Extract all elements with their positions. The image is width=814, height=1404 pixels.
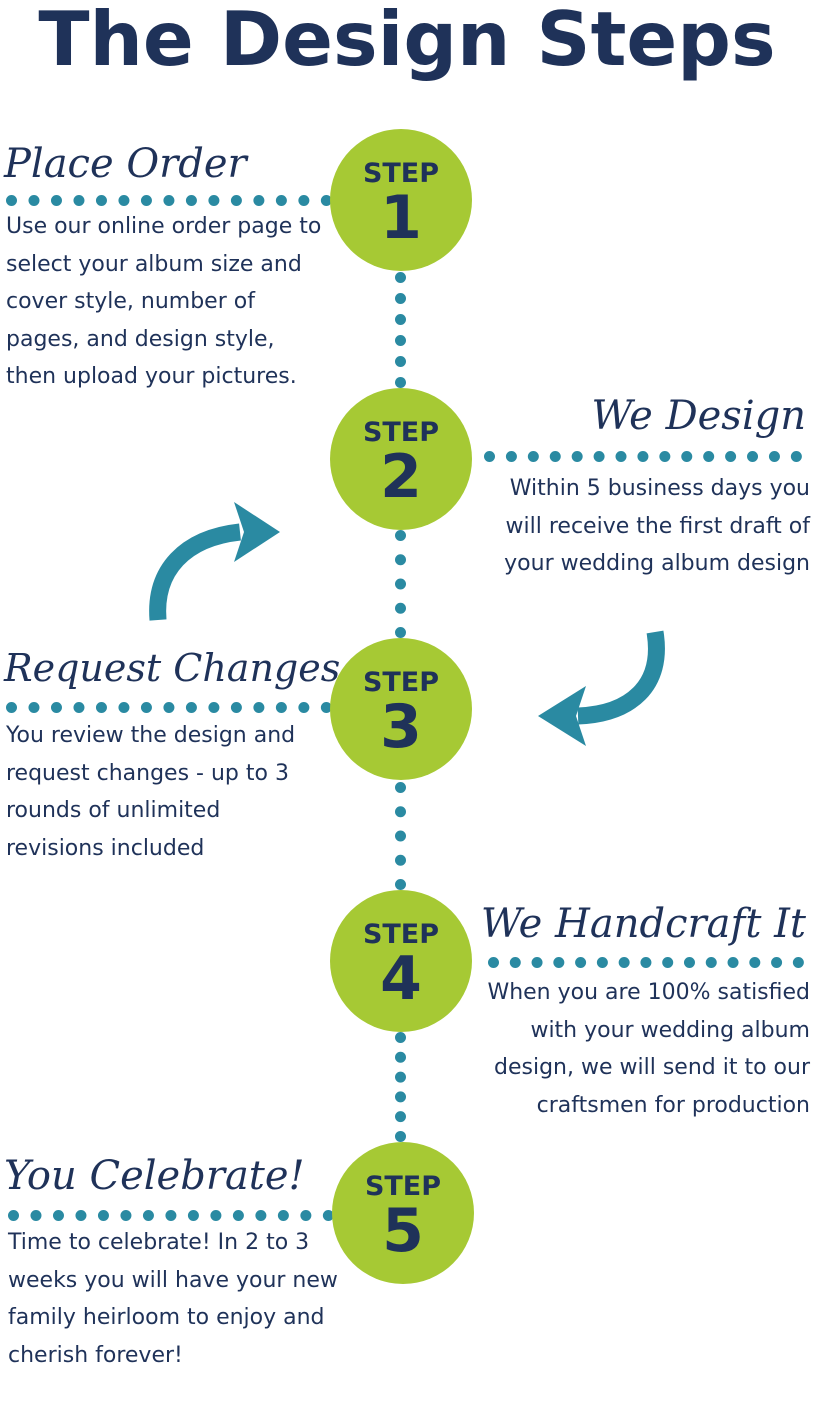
step-4-heading: We Handcraft It	[480, 901, 806, 947]
step-2-circle: STEP 2	[330, 388, 472, 530]
step-1-description: Use our online order page to select your…	[6, 214, 322, 389]
step-5-circle: STEP 5	[332, 1142, 474, 1284]
step-4-label: STEP	[362, 919, 440, 950]
leader-step-1	[6, 195, 332, 206]
curved-arrow-up-right-icon	[149, 502, 280, 621]
leader-step-4	[488, 957, 804, 968]
step-1-circle: STEP 1	[330, 129, 472, 271]
step-1-number: 1	[380, 183, 422, 253]
step-5-number: 5	[382, 1196, 424, 1266]
connector-3-4	[395, 782, 406, 890]
leader-step-3	[6, 702, 332, 713]
step-3-label: STEP	[362, 667, 440, 698]
leader-step-5	[8, 1210, 334, 1221]
step-1-heading: Place Order	[4, 141, 247, 187]
step-2-heading: We Design	[591, 393, 806, 439]
step-2-number: 2	[380, 442, 422, 512]
step-2-description: Within 5 business days you will receive …	[504, 476, 810, 576]
step-2-label: STEP	[362, 417, 440, 448]
step-5-description: Time to celebrate! In 2 to 3 weeks you w…	[8, 1230, 338, 1368]
connector-1-2	[395, 272, 406, 388]
step-4-circle: STEP 4	[330, 890, 472, 1032]
curved-arrow-down-left-icon	[538, 630, 665, 746]
step-1-label: STEP	[362, 158, 440, 189]
step-5-heading: You Celebrate!	[4, 1153, 305, 1199]
step-4-description: When you are 100% satisfied with your we…	[487, 980, 810, 1118]
step-4-number: 4	[380, 944, 422, 1014]
step-3-number: 3	[380, 692, 422, 762]
leader-step-2	[484, 451, 802, 462]
connector-4-5	[395, 1032, 406, 1142]
step-3-heading: Request Changes	[4, 646, 341, 690]
step-5-label: STEP	[364, 1171, 442, 1202]
step-3-description: You review the design and request change…	[6, 723, 296, 861]
page-title: The Design Steps	[38, 0, 776, 83]
step-3-circle: STEP 3	[330, 638, 472, 780]
connector-2-3	[395, 530, 406, 638]
